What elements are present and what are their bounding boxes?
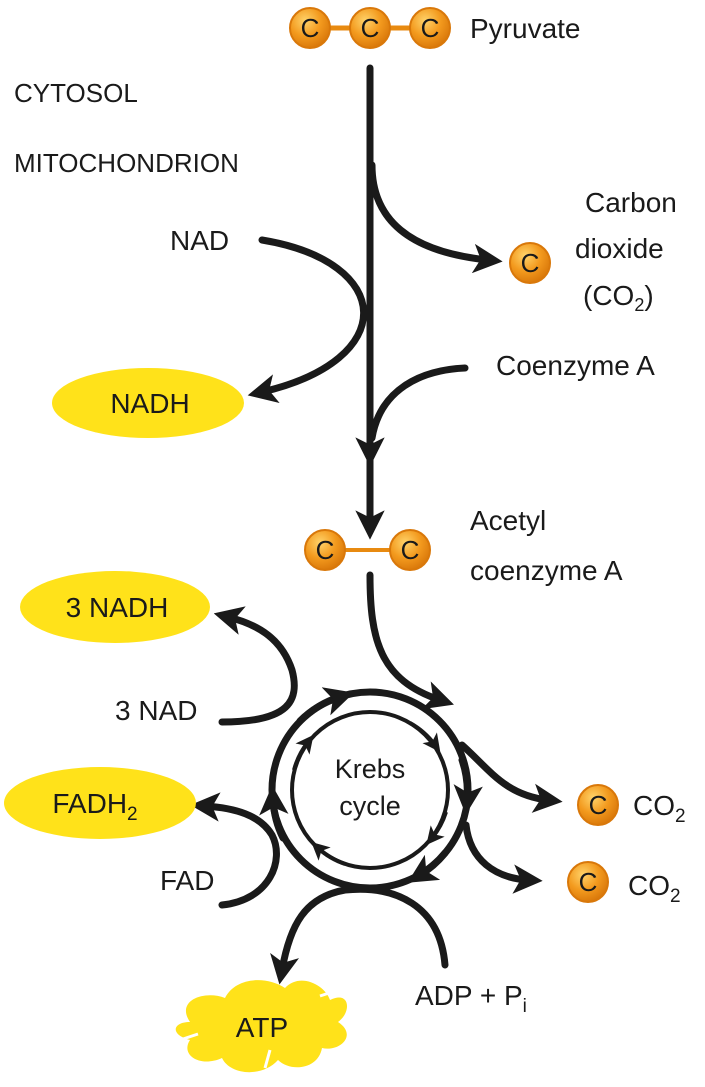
- carbon-atom-1: [289, 7, 331, 49]
- co2-output-2-carbon: C: [579, 867, 598, 897]
- atp-product: ATP: [175, 980, 348, 1073]
- acetyl-carbon-2: [389, 529, 431, 571]
- nad-label: NAD: [170, 225, 229, 256]
- adp-pi-label: ADP + Pi: [415, 980, 527, 1017]
- acetyl-label-line1: Acetyl: [470, 505, 546, 536]
- acetyl-coa-molecule: C C: [304, 529, 431, 571]
- krebs-cycle-label-line2: cycle: [339, 791, 401, 821]
- cytosol-label: CYTOSOL: [14, 78, 138, 108]
- carbon-atom-2: [349, 7, 391, 49]
- co2-output-arrow-1: [458, 741, 563, 813]
- coenzyme-a-arrow: [368, 364, 469, 442]
- acetyl-into-cycle-arrow: [366, 571, 454, 710]
- nadh-label: NADH: [110, 388, 189, 419]
- adp-to-atp-arrow: [270, 885, 449, 985]
- ring-arrow-bottom: [407, 849, 449, 883]
- inner-arrow-bottom: [311, 841, 346, 866]
- carbon-dioxide-line3: (CO2): [583, 280, 654, 315]
- acetyl-carbon-2-label: C: [401, 535, 420, 565]
- fad-label: FAD: [160, 865, 214, 896]
- carbon-atom-3: [409, 7, 451, 49]
- three-nadh-label: 3 NADH: [66, 592, 169, 623]
- co2-output-arrow-2: [462, 821, 543, 894]
- fadh2-product: FADH2: [4, 767, 196, 839]
- inner-arrow-left: [292, 734, 314, 771]
- carbon-atom-2-label: C: [361, 13, 380, 43]
- ring-arrow-top: [296, 687, 355, 725]
- acetyl-label-line2: coenzyme A: [470, 555, 623, 586]
- three-nad-label: 3 NAD: [115, 695, 197, 726]
- carbon-dioxide-line2: dioxide: [575, 233, 664, 264]
- acetyl-carbon-1: [304, 529, 346, 571]
- carbon-atom-1-label: C: [301, 13, 320, 43]
- co2-output-1-molecule: C: [577, 784, 619, 826]
- nadh-product: NADH: [52, 368, 244, 438]
- inner-arrow-top: [408, 721, 441, 753]
- co2-output-2-molecule: C: [567, 861, 609, 903]
- three-nad-arrow: [213, 606, 298, 726]
- co2-carbon-label: C: [521, 248, 540, 278]
- krebs-cycle-label-line1: Krebs: [335, 754, 406, 784]
- pyruvate-label: Pyruvate: [470, 13, 581, 44]
- mitochondrion-label: MITOCHONDRION: [14, 148, 239, 178]
- nad-to-nadh-arrow: [247, 236, 368, 403]
- atp-label: ATP: [236, 1012, 288, 1043]
- ring-arrow-right: [453, 756, 483, 815]
- inner-arrow-right: [426, 811, 448, 845]
- co2-branch-arrow: [368, 161, 503, 274]
- co2-release-molecule: C: [509, 242, 551, 284]
- co2-output-1-carbon: C: [589, 790, 608, 820]
- acetyl-carbon-1-label: C: [316, 535, 335, 565]
- ring-arrow-left: [259, 785, 289, 842]
- carbon-dioxide-line1: Carbon: [585, 187, 677, 218]
- fad-arrow: [190, 792, 280, 909]
- atp-starburst: [175, 980, 348, 1073]
- co2-output-1-label: CO2: [633, 790, 686, 827]
- krebs-cycle-inner-ring: [290, 710, 450, 870]
- three-nadh-product: 3 NADH: [20, 571, 210, 643]
- coenzyme-a-label: Coenzyme A: [496, 350, 655, 381]
- pyruvate-molecule: C C C: [289, 7, 451, 49]
- fadh2-label: FADH2: [52, 788, 137, 825]
- carbon-atom-3-label: C: [421, 13, 440, 43]
- co2-output-2-label: CO2: [628, 870, 681, 907]
